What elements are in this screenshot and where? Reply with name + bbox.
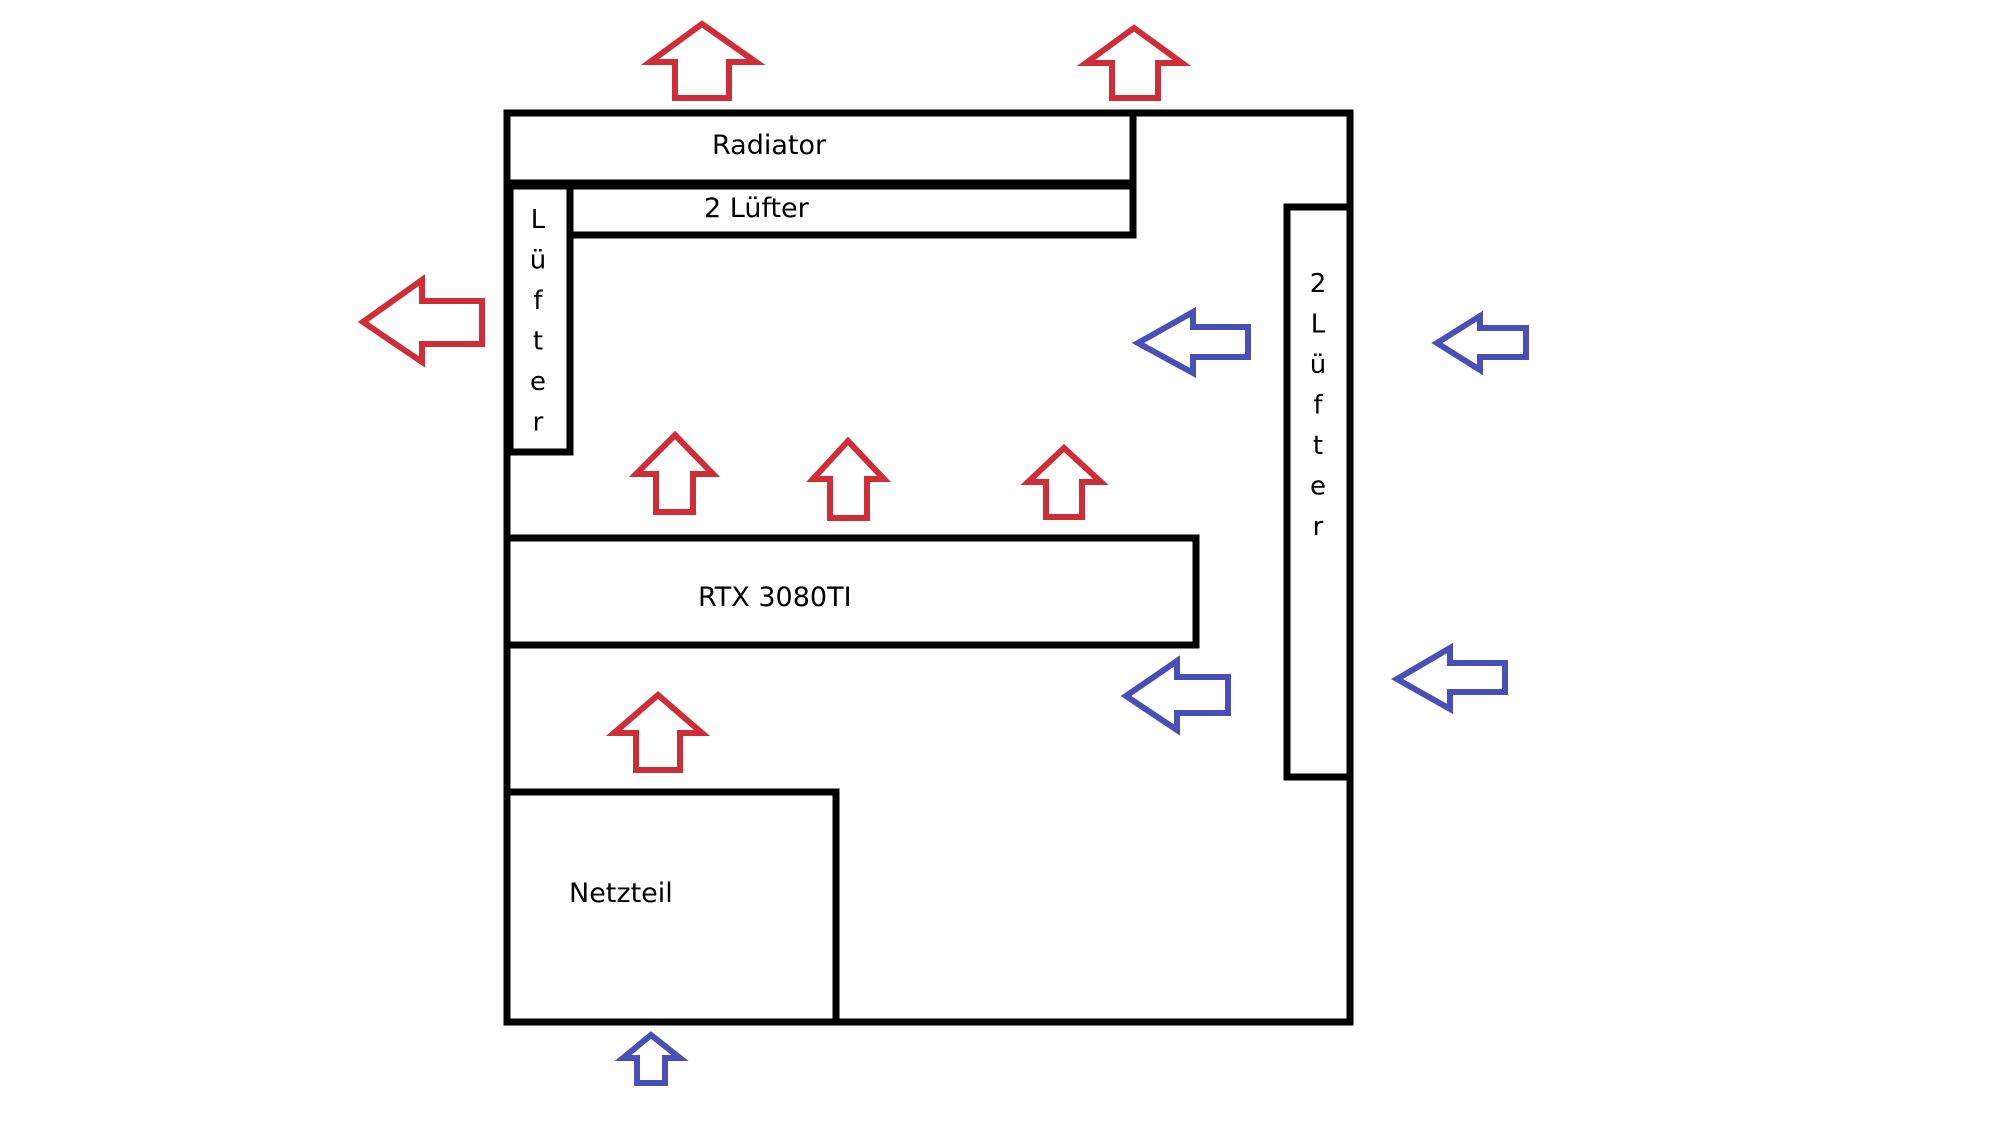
front-fans-label-char: e [1310, 472, 1326, 502]
exhaust-arrow-up-icon [628, 430, 721, 515]
top-fans-box [566, 182, 1137, 239]
gpu-box [503, 534, 1200, 649]
front-fans-label-char: L [1311, 310, 1326, 340]
rear-fan-box [506, 182, 574, 456]
exhaust-arrow-up-icon [1020, 443, 1109, 520]
radiator-label: Radiator [712, 130, 827, 161]
intake-arrow-left-icon [1131, 306, 1251, 379]
exhaust-arrow-up-icon [640, 20, 766, 101]
gpu-label: RTX 3080TI [698, 582, 852, 613]
psu-box [503, 788, 840, 1026]
exhaust-arrow-up-icon [1076, 24, 1192, 101]
rear-fan-label-char: L [531, 205, 546, 235]
rear-fan-label: Lüfter [530, 205, 546, 438]
exhaust-arrow-left-icon [357, 274, 485, 368]
exhaust-arrow-up-icon [806, 436, 891, 521]
front-fans-label-char: 2 [1310, 269, 1327, 299]
front-fans-label-char: t [1313, 431, 1323, 461]
exhaust-arrow-up-icon [605, 691, 711, 773]
front-fans-label-char: f [1313, 391, 1323, 421]
rear-fan-label-char: r [533, 408, 544, 438]
intake-arrow-left-icon [1120, 655, 1231, 736]
psu-label: Netzteil [569, 878, 673, 909]
front-fans-label-char: ü [1310, 350, 1326, 380]
intake-arrow-left-icon [1431, 310, 1529, 376]
rear-fan-label-char: t [533, 327, 543, 357]
rear-fan-label-char: ü [530, 246, 546, 276]
front-fans-box [1283, 203, 1354, 781]
intake-arrow-left-icon [1390, 642, 1508, 715]
airflow-arrows [357, 20, 1529, 1086]
intake-arrow-up-icon [614, 1031, 689, 1086]
top-fans-label: 2 Lüfter [704, 193, 810, 224]
rear-fan-label-char: f [533, 286, 543, 316]
rear-fan-label-char: e [530, 367, 546, 397]
front-fans-label-char: r [1313, 512, 1324, 542]
